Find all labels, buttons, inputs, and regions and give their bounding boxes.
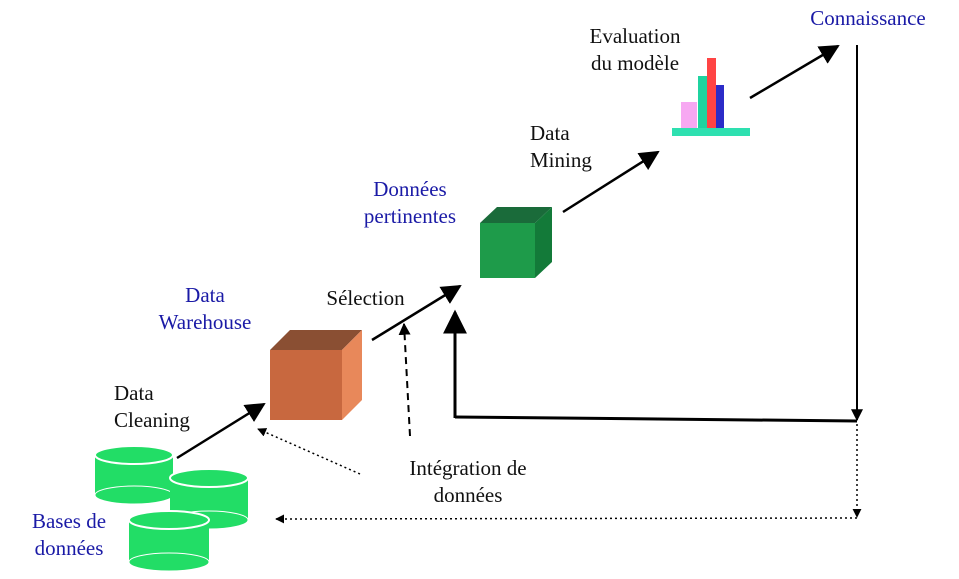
data-mining-label: Data Mining — [520, 120, 610, 174]
databases-label-line1: Bases de — [31, 509, 107, 533]
selection-label-text: Sélection — [326, 286, 405, 310]
data-mining-label-line2: Mining — [530, 148, 592, 172]
data-cleaning-label-line2: Cleaning — [114, 408, 190, 432]
knowledge-label: Connaissance — [788, 5, 948, 32]
arrow-knowledge — [749, 44, 840, 100]
data-warehouse-label: Data Warehouse — [140, 282, 270, 336]
selection-label: Sélection — [308, 285, 423, 312]
data-integration-label-line2: données — [433, 483, 503, 507]
database-cylinder-1 — [94, 445, 174, 505]
arrow-cleaning — [176, 402, 266, 460]
data-warehouse-cube — [270, 330, 362, 420]
integration-dashed-arrow — [398, 322, 411, 437]
integration-dotted-arrow — [257, 428, 361, 475]
model-evaluation-label-line1: Evaluation — [589, 24, 681, 48]
model-evaluation-label: Evaluation du modèle — [570, 23, 700, 77]
arrow-mining — [562, 150, 660, 214]
data-cleaning-label: Data Cleaning — [100, 380, 215, 434]
knowledge-label-text: Connaissance — [810, 6, 926, 30]
pertinent-data-cube — [480, 207, 552, 278]
databases-label: Bases de données — [14, 508, 124, 562]
model-evaluation-chart-icon — [672, 58, 750, 136]
arrow-selection — [371, 284, 462, 342]
pertinent-data-label-line1: Données — [373, 177, 447, 201]
data-cleaning-label-line1: Data — [114, 381, 154, 405]
data-warehouse-label-line1: Data — [185, 283, 225, 307]
pertinent-data-label: Données pertinentes — [345, 176, 475, 230]
model-evaluation-label-line2: du modèle — [590, 51, 680, 75]
pertinent-data-label-line2: pertinentes — [363, 204, 457, 228]
databases-label-line2: données — [34, 536, 104, 560]
database-cylinder-3 — [128, 510, 210, 572]
dotted-feedback-horizontal — [275, 514, 858, 524]
feedback-horizontal — [454, 415, 858, 423]
data-integration-label-line1: Intégration de — [409, 456, 527, 480]
data-mining-label-line1: Data — [530, 121, 570, 145]
data-warehouse-label-line2: Warehouse — [158, 310, 252, 334]
data-integration-label: Intégration de données — [378, 455, 558, 509]
